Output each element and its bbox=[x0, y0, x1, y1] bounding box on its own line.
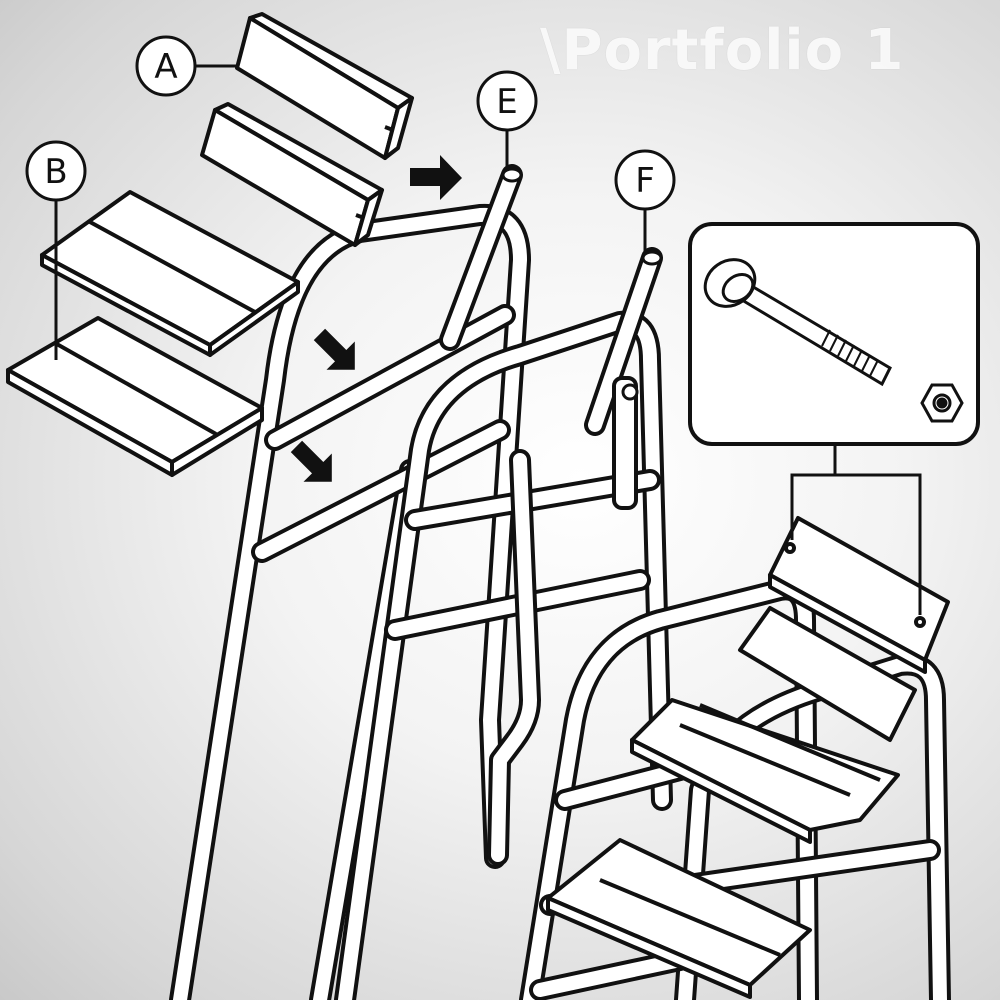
callout-f-label: F bbox=[635, 161, 655, 201]
watermark-text: \Portfolio 1 bbox=[540, 18, 905, 83]
chair-footrest bbox=[546, 838, 812, 999]
part-a-slats bbox=[200, 12, 414, 247]
chair-backrest bbox=[738, 516, 950, 742]
direction-arrow-icon bbox=[410, 155, 462, 200]
callout-b: B bbox=[25, 140, 87, 202]
direction-arrow-icon bbox=[290, 440, 332, 482]
callout-f: F bbox=[614, 149, 676, 211]
callout-leaders bbox=[54, 64, 922, 615]
callout-e-label: E bbox=[496, 82, 517, 122]
callout-a-label: A bbox=[154, 47, 177, 87]
bracket-clamp bbox=[612, 376, 639, 510]
callout-b-label: B bbox=[44, 152, 67, 192]
part-b-slats bbox=[6, 190, 300, 477]
callout-e: E bbox=[476, 70, 538, 132]
rod-f bbox=[584, 247, 663, 436]
hardware-detail-box bbox=[688, 222, 980, 446]
middle-frame bbox=[334, 310, 673, 1000]
rod-e bbox=[439, 164, 523, 351]
direction-arrow-icon bbox=[313, 328, 355, 370]
hex-nut-icon bbox=[920, 383, 964, 423]
callout-a: A bbox=[135, 35, 197, 97]
bolt-icon bbox=[703, 258, 892, 387]
chair-seat bbox=[630, 698, 900, 844]
